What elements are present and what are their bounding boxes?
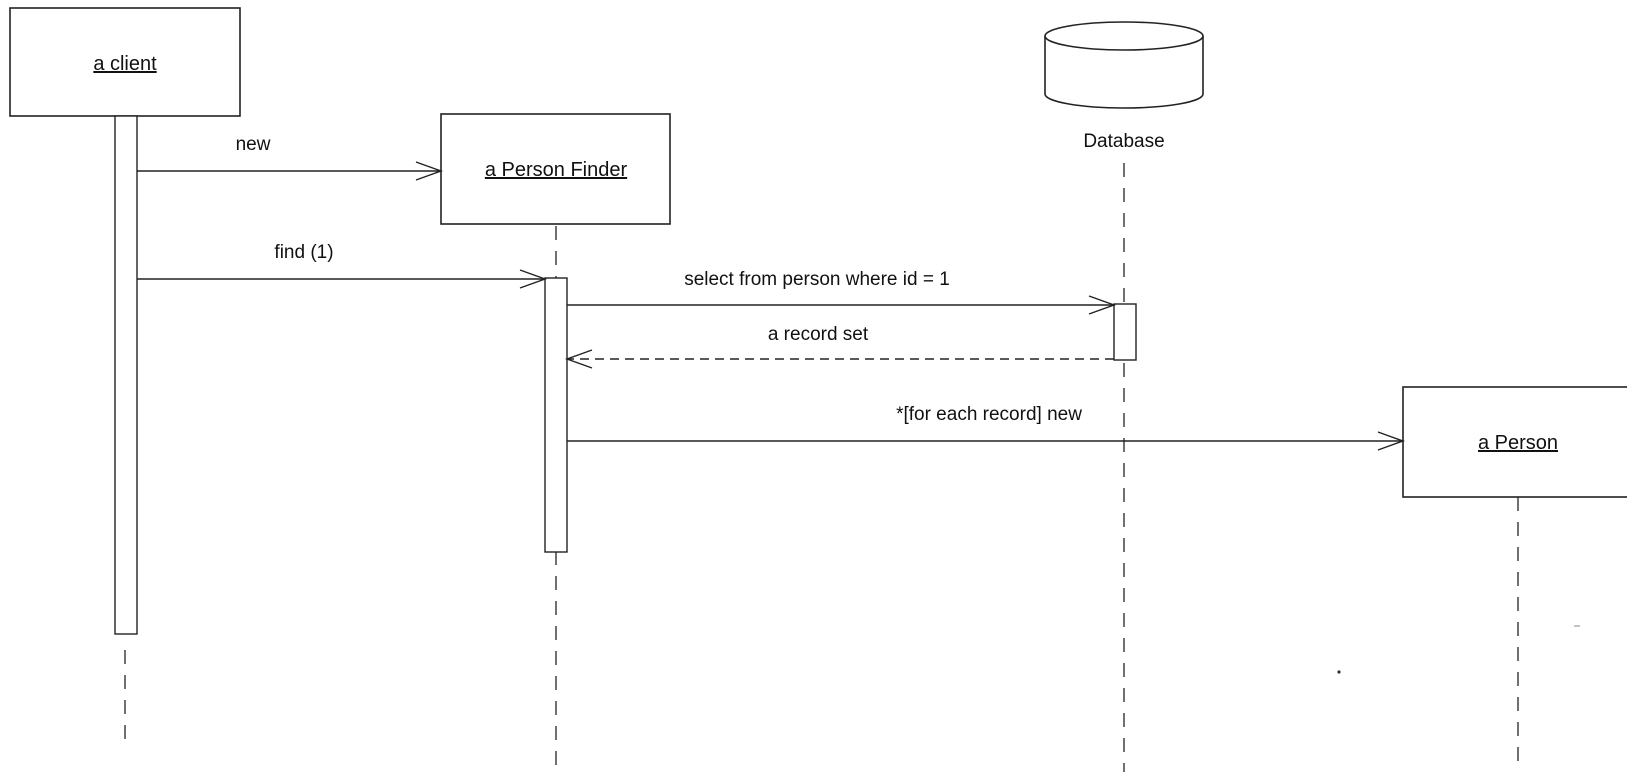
message-select-label: select from person where id = 1 <box>684 269 950 290</box>
message-record-set-label: a record set <box>768 324 869 345</box>
client-label: a client <box>93 53 157 75</box>
arrowhead-open-icon <box>564 349 593 369</box>
person-finder-label: a Person Finder <box>485 159 628 181</box>
arrowhead-open-icon <box>519 269 548 289</box>
person-object: a Person <box>1402 386 1627 498</box>
message-record-set: a record set <box>564 324 1114 369</box>
arrowhead-open-icon <box>1088 295 1117 315</box>
message-new-label: new <box>236 134 271 155</box>
message-find: find (1) <box>137 242 548 289</box>
message-find-label: find (1) <box>274 242 333 263</box>
scan-speck <box>1337 670 1341 674</box>
arrowhead-open-icon <box>1377 431 1406 451</box>
arrowhead-open-icon <box>415 161 444 181</box>
database-object: Database <box>1044 21 1204 152</box>
person-finder-object: a Person Finder <box>440 113 671 225</box>
database-cylinder-icon <box>1044 21 1204 109</box>
message-new: new <box>137 134 444 181</box>
database-label: Database <box>1083 131 1164 152</box>
database-activation <box>1113 303 1137 361</box>
person-finder-activation <box>544 277 568 553</box>
client-object: a client <box>9 7 241 117</box>
message-for-each-new: *[for each record] new <box>567 404 1406 451</box>
client-activation <box>114 115 138 635</box>
message-for-each-new-label: *[for each record] new <box>896 404 1082 425</box>
message-select: select from person where id = 1 <box>567 269 1117 315</box>
person-label: a Person <box>1478 432 1558 454</box>
